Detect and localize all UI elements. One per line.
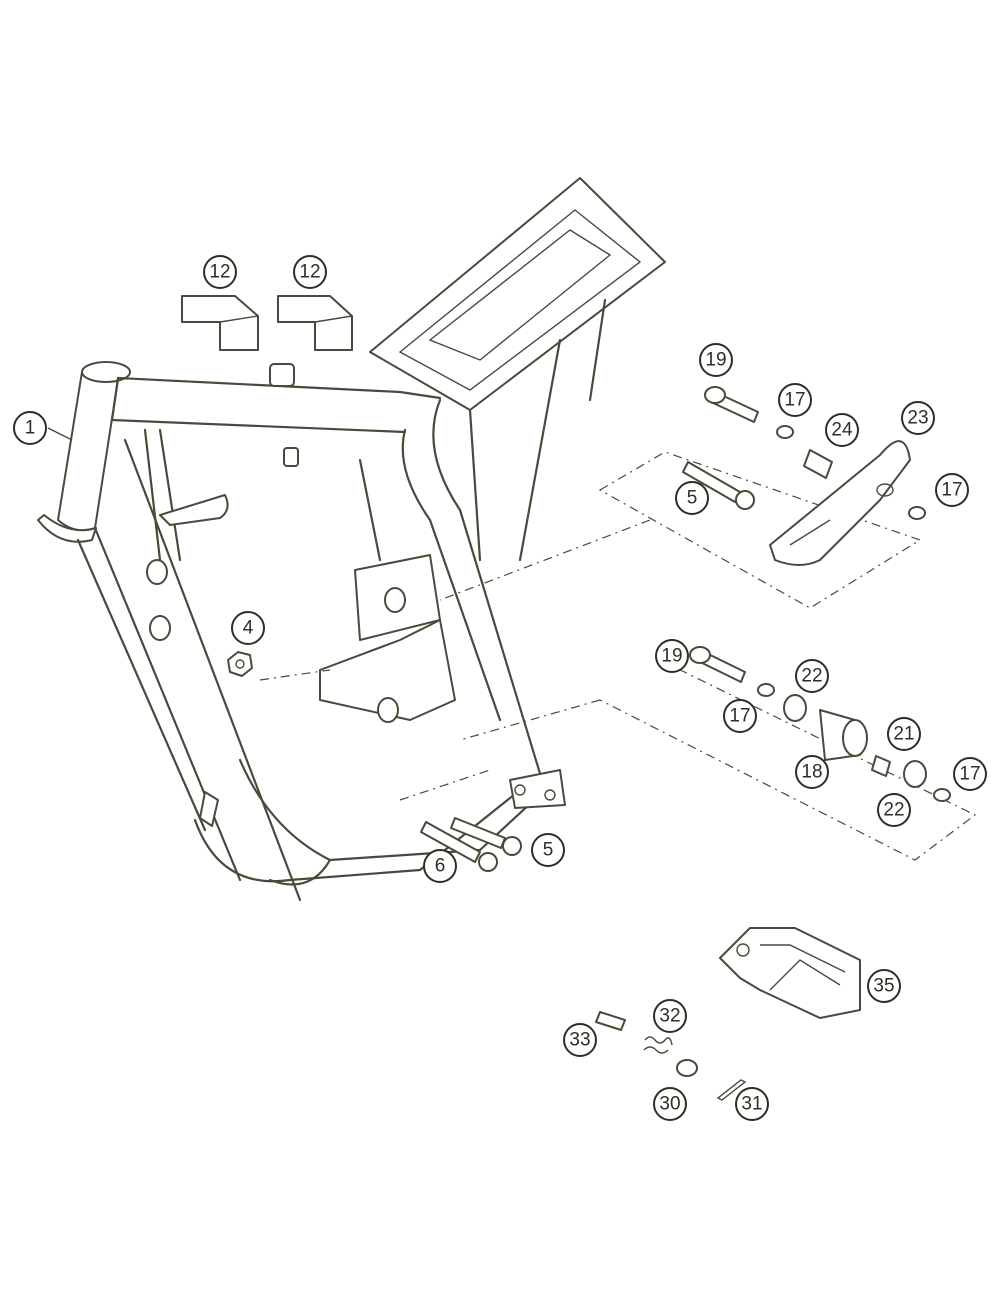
callout-leaders <box>47 427 73 441</box>
callout-label: 17 <box>784 390 805 411</box>
callout-30: 30 <box>653 1087 687 1121</box>
callout-label: 24 <box>831 420 853 441</box>
brake-pedal-23 <box>769 440 911 566</box>
callout-label: 18 <box>801 762 822 783</box>
callout-label: 1 <box>25 418 36 439</box>
callout-12-right: 12 <box>293 255 327 289</box>
spacer-22-upper <box>783 694 807 722</box>
washer-roller-17 <box>757 683 775 697</box>
footpeg-35 <box>719 927 861 1019</box>
callout-label: 5 <box>543 840 554 861</box>
callout-5-lower: 5 <box>531 833 565 867</box>
roller-18 <box>819 709 868 761</box>
callout-label: 33 <box>569 1030 590 1051</box>
callout-22-lower: 22 <box>877 793 911 827</box>
washer-30 <box>676 1059 698 1077</box>
callout-4: 4 <box>231 611 265 645</box>
nut <box>227 651 253 677</box>
callout-label: 19 <box>661 646 682 667</box>
callout-label: 5 <box>687 488 698 509</box>
pin-33 <box>595 1011 626 1031</box>
callout-label: 17 <box>959 764 980 785</box>
assembly-leader-lines <box>259 451 977 861</box>
callout-label: 19 <box>705 350 726 371</box>
callout-label: 22 <box>883 800 904 821</box>
bushing-24 <box>803 449 833 479</box>
spring-32 <box>643 1036 673 1054</box>
callout-17-roller: 17 <box>723 699 757 733</box>
callout-6: 6 <box>423 849 457 883</box>
callout-label: 30 <box>659 1094 680 1115</box>
callout-label: 31 <box>741 1094 762 1115</box>
callout-1: 1 <box>13 411 47 445</box>
callout-label: 12 <box>209 262 230 283</box>
callout-31: 31 <box>735 1087 769 1121</box>
callout-label: 35 <box>873 976 894 997</box>
callout-19-roller: 19 <box>655 639 689 673</box>
callout-5-middle: 5 <box>675 481 709 515</box>
spacer-22-lower <box>903 760 927 788</box>
callout-label: 21 <box>893 724 914 745</box>
callout-22-upper: 22 <box>795 659 829 693</box>
callout-label: 4 <box>243 618 254 639</box>
callout-23: 23 <box>901 401 935 435</box>
callout-label: 6 <box>435 856 446 877</box>
callout-18: 18 <box>795 755 829 789</box>
main-frame <box>37 177 666 902</box>
callout-24: 24 <box>825 413 859 447</box>
callout-33: 33 <box>563 1023 597 1057</box>
callout-35: 35 <box>867 969 901 1003</box>
frame-protector-left <box>181 295 259 351</box>
callout-label: 23 <box>907 408 928 429</box>
callout-12-left: 12 <box>203 255 237 289</box>
frame-protector-right <box>277 295 353 351</box>
washer-roller-17b <box>933 788 951 802</box>
callout-label: 17 <box>729 706 750 727</box>
bolt-roller-19 <box>689 646 746 683</box>
sleeve-21 <box>871 755 891 777</box>
bolt-upper-19 <box>704 386 759 423</box>
callout-17-upper: 17 <box>778 383 812 417</box>
callout-21: 21 <box>887 717 921 751</box>
cotter-pin-31 <box>716 1079 747 1101</box>
bolt-lower-6 <box>420 821 498 872</box>
callout-19-upper: 19 <box>699 343 733 377</box>
callout-label: 32 <box>659 1006 680 1027</box>
bolt-middle-5 <box>682 461 755 510</box>
callout-label: 22 <box>801 666 822 687</box>
callout-17-pedal: 17 <box>935 473 969 507</box>
bolt-lower-5 <box>450 817 522 856</box>
callout-label: 17 <box>941 480 962 501</box>
callout-32: 32 <box>653 999 687 1033</box>
washer-17-pedal <box>908 506 926 520</box>
washer-upper-17 <box>776 425 794 439</box>
callout-17-roller-right: 17 <box>953 757 987 791</box>
callout-label: 12 <box>299 262 320 283</box>
